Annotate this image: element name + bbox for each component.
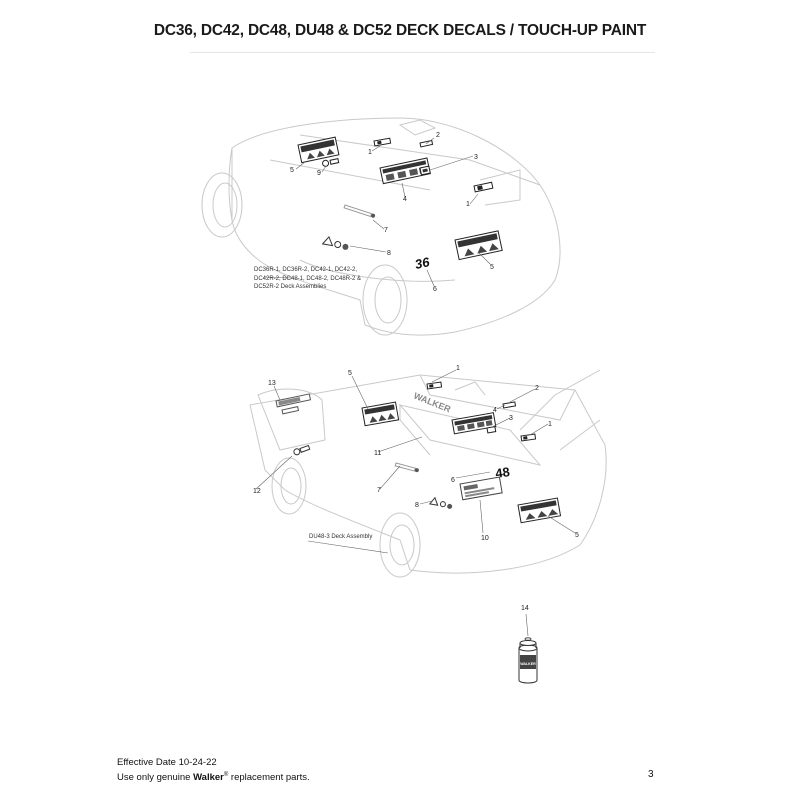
page-number: 3	[648, 769, 654, 780]
small-decal-1a	[373, 137, 392, 147]
registered-mark: ®	[223, 772, 229, 778]
warning-decal-5c	[361, 401, 400, 427]
callout-3-bottom: 3	[509, 415, 513, 422]
callout-1-top-a: 1	[368, 149, 372, 156]
callout-10-bottom: 10	[481, 535, 489, 542]
small-decal-3	[419, 165, 431, 176]
callout-5-top-b: 5	[490, 264, 494, 271]
small-decal-9	[322, 158, 340, 167]
callout-9-top: 9	[317, 170, 321, 177]
callout-8-top: 8	[387, 250, 391, 257]
callout-1-bottom-b: 1	[548, 421, 552, 428]
callout-5-bottom-a: 5	[348, 370, 352, 377]
callout-7-bottom: 7	[377, 487, 381, 494]
touch-up-paint-can: WALKER	[518, 613, 538, 684]
callout-2-top: 2	[436, 132, 440, 139]
paint-can-label: WALKER	[520, 662, 536, 666]
top-assembly-label-line-3: DC52R-2 Deck Assemblies	[254, 284, 327, 290]
callout-1-top-b: 1	[466, 201, 470, 208]
brand-decal-11: WALKER	[412, 391, 452, 415]
top-decals: 36	[297, 136, 503, 272]
safety-decal-8	[321, 235, 349, 250]
callout-8-bottom: 8	[415, 502, 419, 509]
callout-6-bottom: 6	[451, 477, 455, 484]
top-assembly-label-line-2: DC42R-2, DC48-1, DC48-2, DC48R-2 &	[254, 275, 362, 282]
safety-decal-8b	[428, 496, 453, 509]
note-prefix: Use only genuine	[117, 772, 194, 784]
top-assembly-label: DC36R-1, DC36R-2, DC42-1, DC42-2, DC42R-…	[254, 266, 361, 292]
page-title: DC36, DC42, DC48, DU48 & DC52 DECK DECAL…	[153, 22, 647, 39]
callout-7-top: 7	[384, 227, 388, 234]
footer: Effective Date 10-24-22 Use only genuine…	[117, 757, 310, 784]
grass-catcher-decal-13	[275, 393, 312, 415]
callout-12-bottom: 12	[253, 488, 261, 495]
effective-date: Effective Date 10-24-22	[117, 757, 217, 768]
callout-14-paint: 14	[521, 605, 529, 612]
deck-number-decal-36: 36	[414, 254, 432, 272]
top-deck-outline	[201, 117, 561, 336]
callout-5-bottom-b: 5	[575, 532, 579, 539]
stripe-decal-7b	[394, 462, 419, 473]
callout-6-top: 6	[433, 286, 437, 293]
callout-3-top: 3	[474, 154, 478, 161]
note-suffix: replacement parts.	[228, 772, 310, 784]
bottom-decals: WALKER 48	[275, 381, 562, 524]
deck-number-decal-48: 48	[494, 464, 510, 481]
small-decal-1c	[426, 381, 443, 390]
warning-decal-5d	[517, 497, 562, 524]
callout-5-top-a: 5	[290, 167, 294, 174]
callout-leaders	[255, 137, 576, 554]
warning-decal-5b	[454, 230, 503, 261]
bottom-assembly-label: DU48-3 Deck Assembly	[309, 534, 373, 540]
instruction-decal-10	[459, 476, 503, 501]
stripe-decal-7	[343, 204, 376, 218]
callout-4-bottom: 4	[493, 407, 497, 414]
small-decal-1d	[520, 433, 537, 442]
callout-4-top: 4	[403, 196, 407, 203]
brand-name: Walker	[193, 772, 224, 784]
callout-1-bottom-a: 1	[456, 365, 460, 372]
callout-2-bottom: 2	[535, 385, 539, 392]
warning-decal-4b	[451, 412, 497, 435]
callout-13-bottom: 13	[268, 380, 276, 387]
callout-numbers: 1 2 3 5 9 4 1 7 8 5 6 13 5 1 2 4 3 1 11 …	[253, 132, 579, 612]
top-assembly-label-line-1: DC36R-1, DC36R-2, DC42-1, DC42-2,	[254, 267, 358, 273]
safety-decal-12	[293, 444, 311, 456]
small-decal-1b	[473, 181, 494, 193]
warning-decal-5a	[297, 136, 340, 164]
genuine-parts-note: Use only genuine Walker® replacement par…	[117, 769, 310, 784]
title-divider	[190, 52, 655, 53]
callout-11-bottom: 11	[374, 450, 381, 457]
